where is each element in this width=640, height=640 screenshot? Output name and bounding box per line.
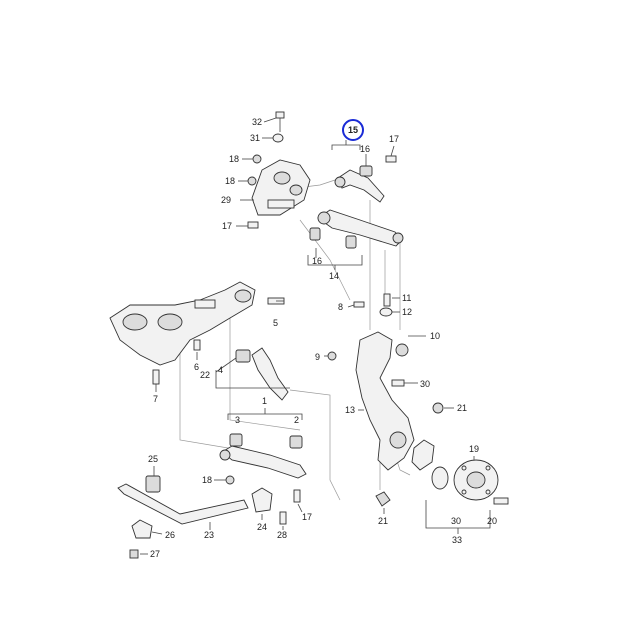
callout-28: 28 [277,530,287,540]
callout-15: 15 [348,125,358,135]
bushing-16-top [359,165,373,177]
bushing-16-right [345,235,357,249]
bolt-32 [275,111,285,132]
callout-19: 19 [469,444,479,454]
bolt-27 [129,549,139,559]
callout-21: 21 [378,516,388,526]
callout-labels: 32 31 18 18 29 17 16 17 16 14 11 8 12 5 … [148,117,497,559]
callout-3: 3 [235,415,240,425]
callout-30: 30 [420,379,430,389]
callout-6: 6 [194,362,199,372]
group-bracket-33 [425,500,491,534]
clamp-26 [131,519,153,539]
highlighted-callout-15[interactable]: 15 [342,119,364,141]
nut-18-mid [247,176,257,186]
callout-17: 17 [302,512,312,522]
highlight-ring [342,119,364,141]
bolt-17-top [385,155,397,163]
bolt-17-bottom [293,489,301,503]
callout-1: 1 [262,396,267,406]
bushing-16-left [309,227,321,241]
callout-18: 18 [229,154,239,164]
callout-27: 27 [150,549,160,559]
callout-20: 20 [487,516,497,526]
subframe [109,281,256,366]
nut-12 [379,307,393,317]
callout-32: 32 [252,117,262,127]
group-bracket-3-2 [227,408,303,420]
bolt-30-top [391,379,405,387]
callout-10: 10 [430,331,440,341]
bolt-20 [493,497,509,505]
lower-front-arm [219,445,307,479]
callout-7: 7 [153,394,158,404]
callout-26: 26 [165,530,175,540]
callout-17: 17 [222,221,232,231]
callout-33: 33 [452,535,462,545]
bushing-25 [145,475,161,493]
callout-5: 5 [273,318,278,328]
washer-31 [272,133,284,143]
callout-24: 24 [257,522,267,532]
bolt-7 [152,369,160,385]
callout-11: 11 [402,293,411,303]
group-bracket-14 [307,255,363,270]
wheel-hub-19 [453,459,499,501]
callout-18: 18 [202,475,212,485]
nut-18-top [252,154,262,164]
bolt-11 [383,293,391,307]
lower-rear-arm-22 [251,347,289,401]
callout-16: 16 [360,144,370,154]
callout-16: 16 [312,256,322,266]
upper-mount-bracket [251,159,311,216]
group-bracket-22 [215,370,290,389]
callout-8: 8 [338,302,343,312]
callout-17: 17 [389,134,399,144]
callout-29: 29 [221,195,231,205]
upper-control-arm-14 [317,209,404,247]
snap-ring [431,466,449,490]
callout-9: 9 [315,352,320,362]
nut-9 [327,351,337,361]
nut-18-bottom [225,475,235,485]
shield-1 [411,439,435,471]
callout-13: 13 [345,405,355,415]
bushing-3 [229,433,243,447]
nut-21-right [432,402,444,414]
nut-21-bottom [375,491,391,507]
stabilizer-bar-23 [117,483,249,525]
callout-12: 12 [402,307,412,317]
bracket-24 [251,487,273,513]
bolt-28 [279,511,287,525]
callout-2: 2 [294,415,299,425]
callout-31: 31 [250,133,260,143]
callout-14: 14 [329,271,339,281]
bolt-6 [193,339,201,351]
callout-18: 18 [225,176,235,186]
group-bracket-15 [331,140,361,150]
upper-control-arm-15 [334,169,385,203]
ball-joint-10 [395,343,409,357]
bolt-17-left [247,221,259,229]
bolt-8 [353,301,365,308]
steering-knuckle-13 [355,331,415,471]
callout-22: 22 [200,370,210,380]
callout-4: 4 [218,365,223,375]
callout-30: 30 [451,516,461,526]
callout-21: 21 [457,403,467,413]
callout-25: 25 [148,454,158,464]
bushing-2 [289,435,303,449]
bushing-4 [235,349,251,363]
leader-lines [140,117,475,555]
callout-23: 23 [204,530,214,540]
